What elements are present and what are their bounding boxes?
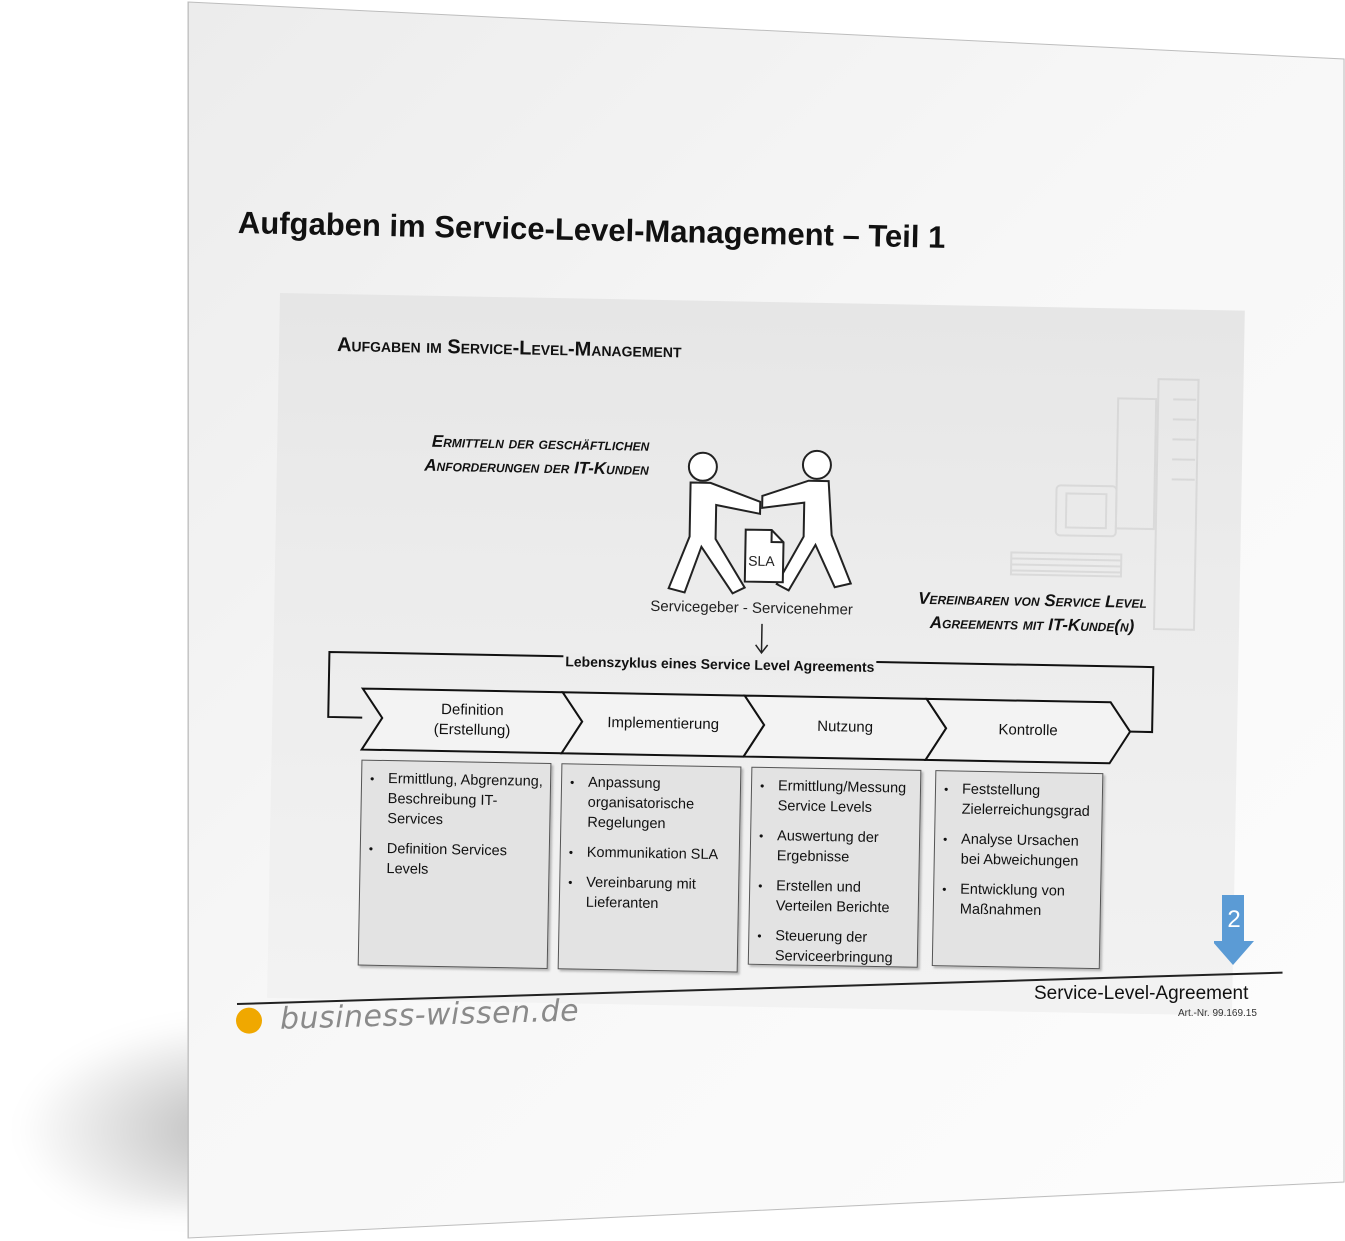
phase-box-implementierung: Anpassung organisatorische Regelungen Ko… xyxy=(557,763,742,973)
list-item: Ermittlung, Abgrenzung, Beschreibung IT-… xyxy=(387,769,544,832)
sla-document-label: SLA xyxy=(748,553,775,569)
phase-label-implementierung: Implementierung xyxy=(607,714,720,734)
list-item: Auswertung der Ergebnisse xyxy=(777,826,914,868)
list-item: Steuerung der Serviceerbringung xyxy=(775,926,912,968)
phase-box-nutzung: Ermittlung/Messung Service Levels Auswer… xyxy=(747,766,922,968)
logo-dot-icon xyxy=(235,1006,263,1034)
page-number-arrow-icon xyxy=(1214,895,1254,965)
list-item: Definition Services Levels xyxy=(386,839,543,882)
phase-box-definition: Ermittlung, Abgrenzung, Beschreibung IT-… xyxy=(357,759,552,970)
phase-label-nutzung: Nutzung xyxy=(817,717,874,736)
list-item: Feststellung Zielerreichungsgrad xyxy=(961,780,1096,822)
list-item: Ermittlung/Messung Service Levels xyxy=(777,776,914,818)
figure-diagram: Aufgaben im Service-Level-Management Erm… xyxy=(267,293,1245,1016)
computer-background-icon xyxy=(1009,378,1200,631)
list-item: Erstellen und Verteilen Berichte xyxy=(776,876,913,918)
phase-label-kontrolle: Kontrolle xyxy=(998,721,1058,740)
phase-chevrons xyxy=(359,687,1132,765)
list-item: Vereinbarung mit Lieferanten xyxy=(586,873,733,916)
footer-article-number: Art.-Nr. 99.169.15 xyxy=(1178,1008,1257,1019)
chevron-kontrolle xyxy=(923,697,1132,765)
list-item: Kommunikation SLA xyxy=(587,843,733,866)
list-item: Entwicklung von Maßnahmen xyxy=(960,880,1095,922)
page-number: 2 xyxy=(1227,906,1241,933)
arrow-down-icon xyxy=(755,623,769,655)
handshake-people-icon xyxy=(667,449,853,595)
footer-document-title: Service-Level-Agreement xyxy=(1034,983,1249,1004)
diagram-graphics: SLA xyxy=(327,378,1200,765)
list-item: Anpassung organisatorische Regelungen xyxy=(587,773,734,836)
phase-box-kontrolle: Feststellung Zielerreichungsgrad Analyse… xyxy=(931,770,1104,970)
phase-label-definition: Definition (Erstellung) xyxy=(433,701,511,740)
list-item: Analyse Ursachen bei Abweichungen xyxy=(961,830,1096,872)
